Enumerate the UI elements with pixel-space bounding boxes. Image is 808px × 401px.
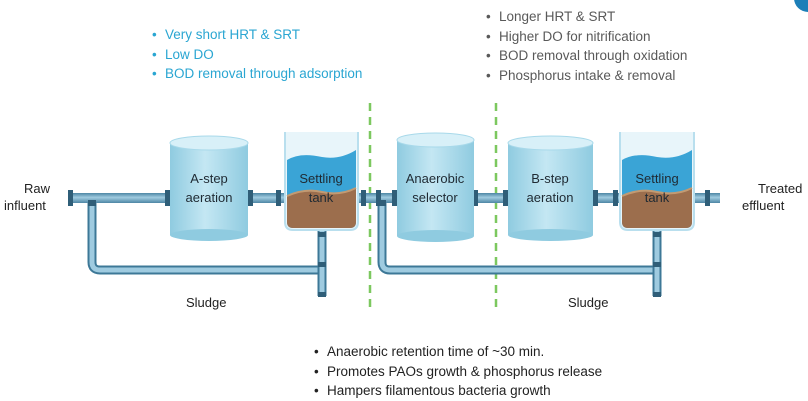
- settling-tank-1-label-line: tank: [308, 190, 334, 205]
- raw-influent-line: influent: [4, 198, 46, 213]
- a-step-label-line: aeration: [185, 190, 233, 205]
- b-stage-notes: Longer HRT & SRT Higher DO for nitrifica…: [484, 7, 687, 85]
- selector-note: Hampers filamentous bacteria growth: [312, 381, 602, 401]
- a-stage-note: Very short HRT & SRT: [150, 25, 362, 45]
- b-step-label-line: B-step: [531, 171, 569, 186]
- treated-effluent-line: Treated: [758, 181, 803, 196]
- b-stage-note: Higher DO for nitrification: [484, 27, 687, 47]
- a-stage-note: BOD removal through adsorption: [150, 64, 362, 84]
- settling-tank-2: [619, 132, 695, 231]
- b-step-label-line: aeration: [526, 190, 574, 205]
- a-step-label: A-step aeration: [186, 169, 233, 207]
- a-stage-note: Low DO: [150, 45, 362, 65]
- a-step-aeration-tank: [169, 135, 249, 241]
- settling-tank-1-label: Settling tank: [299, 169, 342, 207]
- raw-influent-label: Raw influent: [4, 180, 50, 214]
- sludge-label-1: Sludge: [186, 295, 227, 310]
- anaerobic-selector-label: Anaerobic selector: [406, 169, 465, 207]
- anaerobic-selector-label-line: Anaerobic: [405, 171, 465, 186]
- settling-tank-1-label-line: Settling: [299, 171, 343, 186]
- anaerobic-selector-label-line: selector: [412, 190, 458, 205]
- b-stage-note: BOD removal through oxidation: [484, 46, 687, 66]
- b-step-aeration-tank: [507, 135, 594, 241]
- settling-tank-2-label-line: Settling: [635, 171, 679, 186]
- a-stage-notes: Very short HRT & SRT Low DO BOD removal …: [150, 25, 362, 84]
- b-stage-note: Longer HRT & SRT: [484, 7, 687, 27]
- anaerobic-selector-tank: [396, 132, 475, 242]
- treated-effluent-label: Treated effluent: [742, 180, 802, 214]
- settling-tank-2-label-line: tank: [644, 190, 670, 205]
- settling-tank-2-label: Settling tank: [635, 169, 678, 207]
- treated-effluent-line: effluent: [742, 198, 785, 213]
- b-step-label: B-step aeration: [527, 169, 574, 207]
- a-step-label-line: A-step: [190, 171, 228, 186]
- sludge-label-2: Sludge: [568, 295, 609, 310]
- sludge-return-pipe-2: [377, 198, 662, 296]
- b-stage-note: Phosphorus intake & removal: [484, 66, 687, 86]
- selector-note: Promotes PAOs growth & phosphorus releas…: [312, 362, 602, 382]
- selector-note: Anaerobic retention time of ~30 min.: [312, 342, 602, 362]
- selector-notes: Anaerobic retention time of ~30 min. Pro…: [312, 342, 602, 401]
- sludge-return-pipe-1: [87, 198, 327, 296]
- settling-tank-1: [284, 132, 359, 231]
- pipe-valves: [68, 190, 710, 297]
- raw-influent-line: Raw: [24, 181, 51, 196]
